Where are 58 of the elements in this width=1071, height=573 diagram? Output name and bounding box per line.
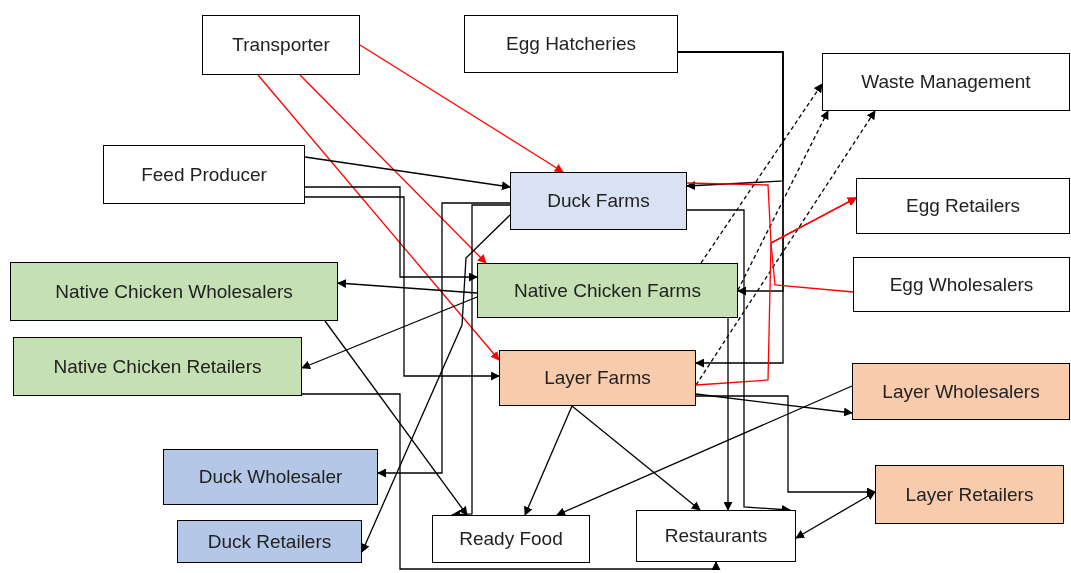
arrow (556, 385, 853, 516)
arrow (301, 296, 478, 370)
arrow (304, 196, 500, 381)
node-label: Transporter (232, 34, 330, 56)
arrow (324, 320, 468, 516)
arrow (695, 393, 853, 417)
node-label: Ready Food (459, 528, 563, 550)
process-box (163, 449, 378, 505)
arrow (700, 83, 823, 264)
node-label: Egg Hatcheries (506, 33, 636, 55)
node-label: Egg Retailers (905, 195, 1021, 217)
node-label: Duck Retailers (207, 530, 332, 553)
arrow (695, 395, 876, 497)
process-box (853, 257, 1070, 312)
process-box (477, 263, 738, 318)
arrow (571, 405, 701, 511)
process-box (822, 53, 1070, 111)
arrow (337, 279, 478, 294)
process-box (852, 363, 1070, 420)
node-label: Feed Producer (141, 163, 267, 186)
process-box (177, 520, 362, 563)
arrow (723, 317, 733, 511)
process-box (856, 178, 1070, 234)
arrow (304, 186, 478, 282)
node-label: Native Chicken Wholesalers (55, 280, 293, 303)
arrow (359, 44, 564, 173)
node-label: Layer Wholesalers (882, 380, 1040, 403)
process-box (636, 510, 796, 562)
process-box (10, 262, 338, 321)
node-label: Layer Retailers (905, 483, 1034, 506)
process-box (202, 15, 360, 75)
arrow (257, 74, 500, 361)
node-label: Native Chicken Farms (514, 279, 701, 302)
arrow (361, 214, 511, 553)
process-box (875, 465, 1064, 524)
process-box (510, 172, 687, 230)
arrow (377, 202, 511, 478)
node-label: Layer Farms (544, 367, 651, 389)
arrow (524, 405, 573, 516)
node-label: Duck Wholesaler (198, 466, 343, 488)
node-label: Egg Wholesalers (889, 273, 1034, 296)
process-box (13, 337, 302, 396)
process-box (499, 350, 696, 406)
arrow (304, 156, 511, 191)
arrow (795, 491, 876, 539)
process-box (464, 15, 678, 73)
node-label: Waste Management (861, 71, 1031, 93)
node-label: Restaurants (664, 525, 768, 547)
node-label: Duck Farms (547, 190, 650, 212)
arrow (737, 110, 829, 291)
process-box (432, 515, 590, 563)
arrow (695, 110, 876, 386)
arrow (299, 74, 487, 264)
arrow (301, 393, 721, 571)
node-label: Native Chicken Retailers (53, 355, 262, 378)
arrow (770, 197, 857, 293)
arrow (677, 51, 784, 368)
process-box (103, 145, 305, 204)
